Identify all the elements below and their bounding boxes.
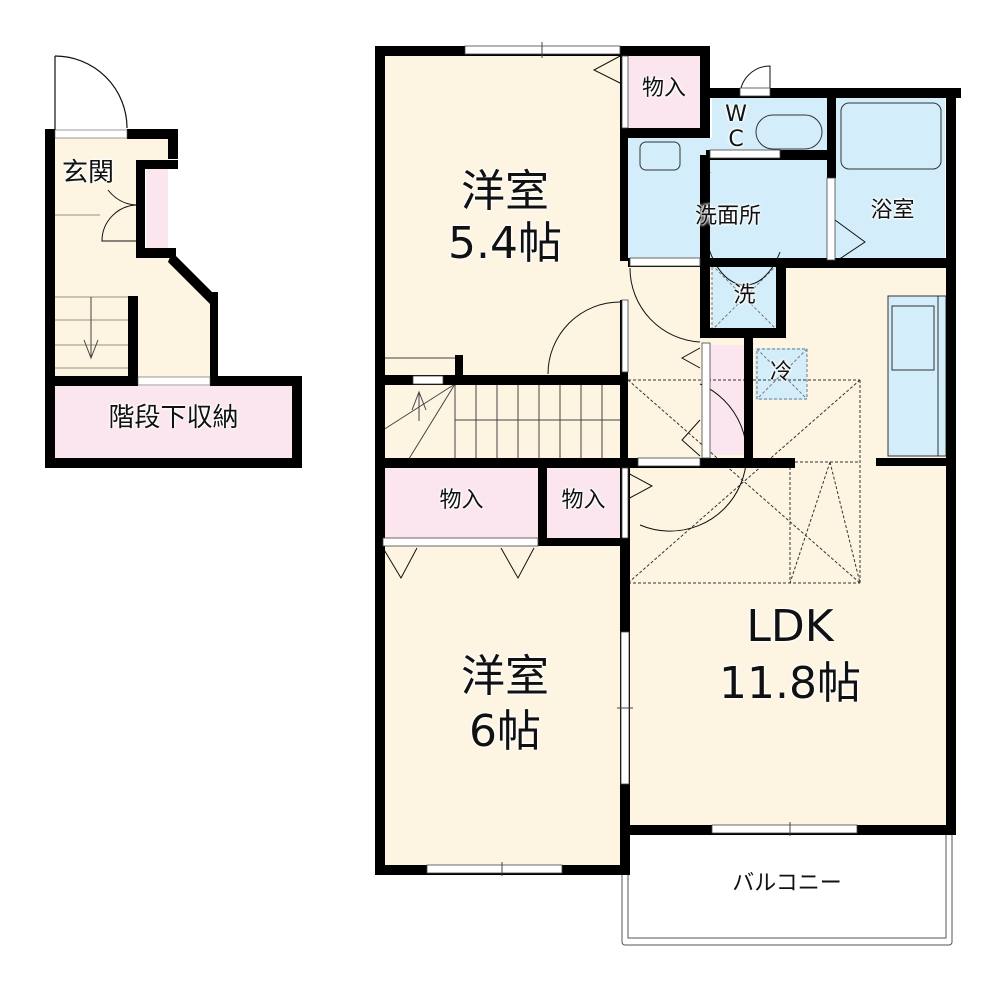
label-washroom: 洗面所 [694,204,761,229]
first-floor [45,55,302,468]
label-western-room-2-size: 6帖 [469,706,541,757]
label-ldk-size: 11.8帖 [719,658,861,709]
label-refrigerator: 冷 [769,360,792,385]
label-western-room-1-size: 5.4帖 [448,218,562,269]
label-western-room-2-name: 洋室 [461,651,549,702]
label-balcony: バルコニー [732,871,842,896]
label-washing-machine: 洗 [733,283,756,308]
label-closet-mid-left: 物入 [439,488,484,513]
label-closet-mid-right: 物入 [561,488,606,513]
second-floor [375,42,961,946]
label-under-stairs-storage: 階段下収納 [108,403,239,433]
label-closet-top: 物入 [641,76,686,101]
label-entrance: 玄関 [62,158,115,188]
label-western-room-1-name: 洋室 [461,166,549,217]
label-ldk-name: LDK [746,601,834,652]
label-bathroom: 浴室 [870,198,915,223]
label-wc: W C [725,102,747,153]
